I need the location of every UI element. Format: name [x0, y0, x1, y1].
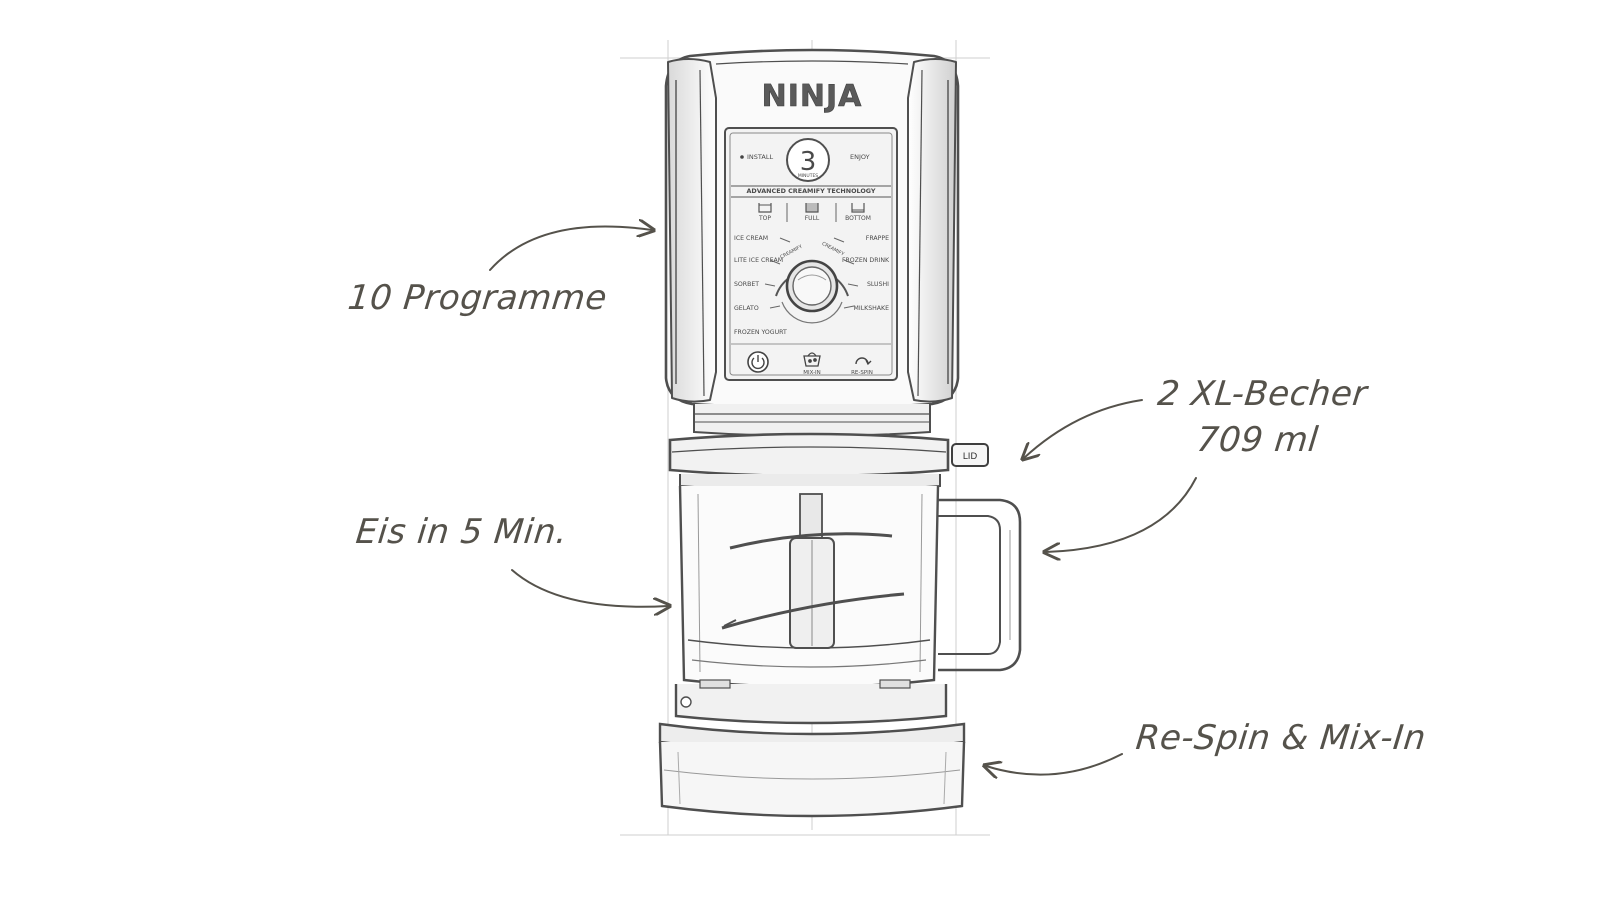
zone-top[interactable]: TOP	[758, 203, 772, 222]
program-frozen-drink[interactable]: FROZEN DRINK	[842, 257, 890, 264]
timer-caption: MINUTES	[798, 173, 818, 179]
mixing-paddle	[721, 493, 905, 649]
annotation-cups: 2 XL-Becher 709 ml	[1145, 374, 1374, 460]
arrow-respin	[986, 753, 1123, 775]
programs-right: FRAPPE FROZEN DRINK SLUSHI MILKSHAKE	[842, 235, 890, 312]
zone-full[interactable]: FULL	[805, 203, 820, 222]
brand-logo: NINJA	[762, 79, 863, 114]
annotation-cups-line2: 709 ml	[1194, 420, 1321, 460]
lid-release-tag[interactable]: LID	[951, 443, 989, 467]
program-frappe[interactable]: FRAPPE	[866, 235, 889, 242]
base	[658, 679, 966, 818]
technology-strip: ADVANCED CREAMIFY TECHNOLOGY	[746, 187, 875, 195]
arrow-ice-time	[511, 569, 668, 607]
program-frozen-yogurt[interactable]: FROZEN YOGURT	[734, 329, 787, 336]
cup-top-icon	[758, 203, 772, 213]
program-milkshake[interactable]: MILKSHAKE	[854, 305, 890, 312]
status-dot-icon	[740, 155, 744, 159]
annotation-programs: 10 Programme	[345, 278, 610, 318]
program-ice-cream[interactable]: ICE CREAM	[734, 235, 768, 242]
zone-label: FULL	[805, 215, 820, 222]
annotation-ice-time: Eis in 5 Min.	[353, 512, 570, 552]
lid-tag-label: LID	[963, 452, 978, 462]
bowl	[678, 485, 1022, 689]
annotation-cups-line1: 2 XL-Becher	[1155, 374, 1370, 414]
program-slushi[interactable]: SLUSHI	[867, 281, 889, 288]
zone-bottom[interactable]: BOTTOM	[845, 203, 871, 222]
re-spin-label: RE-SPIN	[851, 370, 873, 376]
arrow-cups	[1046, 477, 1197, 552]
neck	[693, 404, 931, 437]
cup-full-icon	[805, 203, 819, 213]
re-spin-icon	[855, 357, 872, 366]
program-gelato[interactable]: GELATO	[734, 305, 759, 312]
power-button[interactable]	[747, 351, 769, 373]
arrow-programs	[489, 226, 652, 271]
timer-digit: 3	[800, 147, 817, 177]
mix-in-icon	[803, 352, 821, 367]
timer-display	[786, 138, 830, 182]
control-panel: 3 MINUTES INSTALL ENJOY ADVANCED CREAMIF…	[724, 127, 898, 381]
re-spin-button[interactable]: RE-SPIN	[851, 357, 873, 376]
zone-selectors: TOP FULL BOTTOM	[758, 203, 871, 222]
program-lite-ice-cream[interactable]: LITE ICE CREAM	[734, 257, 783, 264]
lid	[668, 432, 950, 492]
power-icon	[751, 355, 765, 370]
arrow-lid	[1024, 399, 1143, 458]
mix-in-button[interactable]: MIX-IN	[803, 352, 821, 376]
mix-in-label: MIX-IN	[803, 370, 821, 376]
zone-label: TOP	[758, 215, 771, 222]
status-left: INSTALL	[747, 153, 773, 161]
program-sorbet[interactable]: SORBET	[734, 281, 759, 288]
annotation-respin: Re-Spin & Mix-In	[1133, 718, 1428, 758]
zone-label: BOTTOM	[845, 215, 871, 222]
programs-left: ICE CREAM LITE ICE CREAM SORBET GELATO F…	[734, 235, 787, 336]
status-right: ENJOY	[850, 153, 870, 161]
cup-bottom-icon	[851, 203, 865, 213]
annotation-arrows	[489, 226, 1197, 775]
